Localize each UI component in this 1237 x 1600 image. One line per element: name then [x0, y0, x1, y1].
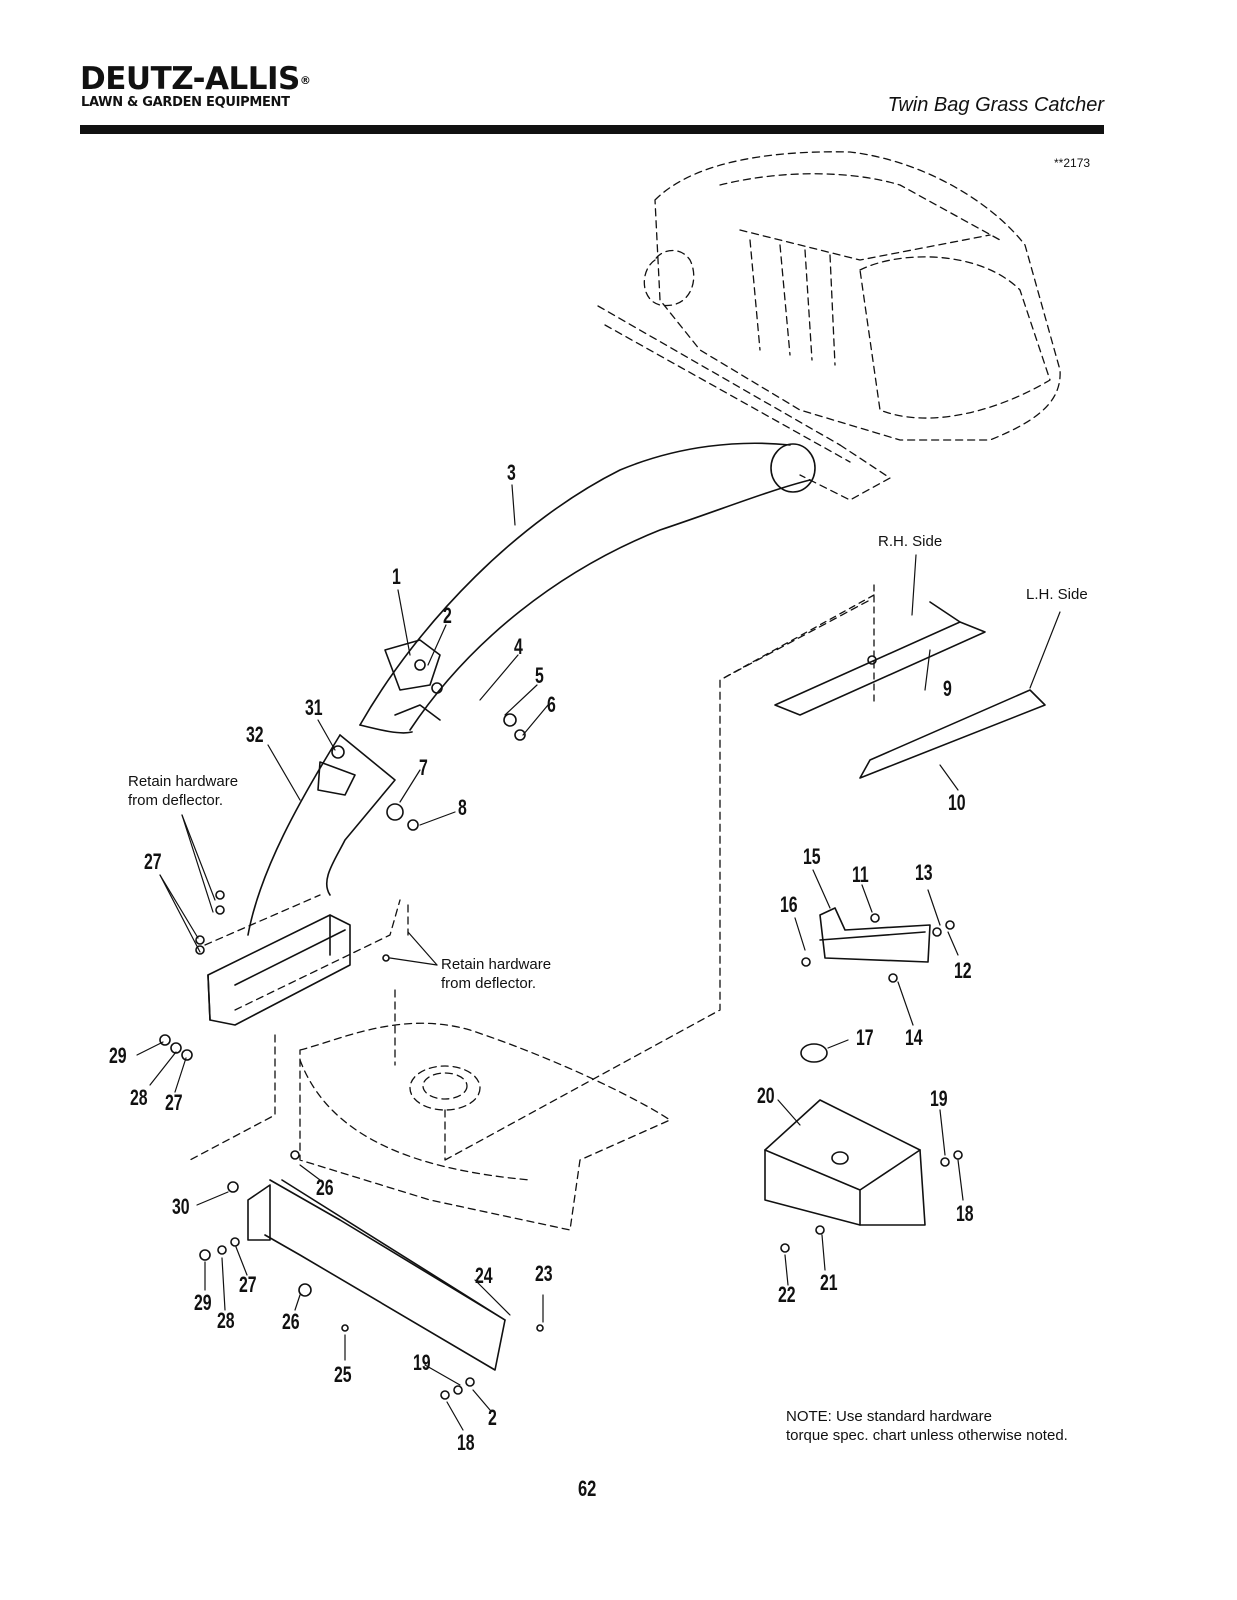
callout-8: 8 [458, 795, 467, 820]
hardware-items [159, 655, 963, 1400]
callout-26-top: 26 [316, 1175, 334, 1200]
lh-blade [859, 689, 1046, 779]
callout-29-upper: 29 [109, 1043, 127, 1068]
callout-13: 13 [915, 860, 933, 885]
callout-26-bottom: 26 [282, 1309, 300, 1334]
figure-id: **2173 [1054, 156, 1091, 170]
callout-29-lower: 29 [194, 1290, 212, 1315]
callout-10: 10 [948, 790, 966, 815]
callout-2-deflector: 2 [488, 1405, 497, 1430]
callout-15: 15 [803, 844, 821, 869]
callout-5: 5 [535, 663, 544, 688]
callout-19-deflector: 19 [413, 1350, 431, 1375]
callout-23: 23 [535, 1261, 553, 1286]
lower-chute [247, 734, 396, 936]
callout-30: 30 [172, 1194, 190, 1219]
callout-22: 22 [778, 1282, 796, 1307]
page-number: 62 [578, 1476, 597, 1501]
rh-side-label: R.H. Side [878, 533, 943, 550]
callout-12: 12 [954, 958, 972, 983]
callout-7: 7 [419, 755, 428, 780]
document-title: Twin Bag Grass Catcher [887, 94, 1104, 116]
callout-18-weight: 18 [956, 1201, 974, 1226]
bag-bracket [819, 907, 931, 963]
retain-hardware-note-2-line1: Retain hardware [441, 956, 552, 973]
lower-deflector [247, 1179, 506, 1371]
callout-19-weight: 19 [930, 1086, 948, 1111]
callout-25: 25 [334, 1362, 352, 1387]
callout-4: 4 [514, 634, 523, 659]
footnote-line2: torque spec. chart unless otherwise note… [786, 1427, 1068, 1444]
retain-hardware-note-1-line2: from deflector. [128, 792, 224, 809]
bracket-dashed-guides [189, 894, 409, 1161]
callout-27-middle: 27 [165, 1090, 183, 1115]
callout-32: 32 [246, 722, 264, 747]
mower-deck-outline [299, 599, 871, 1231]
callout-27-upper: 27 [144, 849, 162, 874]
lh-side-label: L.H. Side [1026, 586, 1088, 603]
grass-catcher-outline [597, 151, 1061, 501]
brand-tagline: LAWN & GARDEN EQUIPMENT [81, 95, 290, 110]
callout-21: 21 [820, 1270, 838, 1295]
discharge-chute [359, 442, 816, 734]
callout-17: 17 [856, 1025, 874, 1050]
leader-lines [136, 484, 1061, 1431]
brand-logo: DEUTZ-ALLIS® [80, 61, 311, 97]
callout-18-deflector: 18 [457, 1430, 475, 1455]
mounting-bracket [207, 914, 351, 1026]
rh-blade [774, 601, 986, 716]
callout-11: 11 [852, 862, 869, 887]
callout-1: 1 [392, 564, 401, 589]
weight-box [764, 1099, 926, 1226]
callout-3: 3 [507, 460, 516, 485]
retain-hardware-note-1-line1: Retain hardware [128, 773, 239, 790]
callout-27-lower: 27 [239, 1272, 257, 1297]
header-rule [80, 125, 1104, 134]
callout-9: 9 [943, 676, 952, 701]
footnote-line1: NOTE: Use standard hardware [786, 1408, 992, 1425]
callout-2: 2 [443, 603, 452, 628]
callout-31: 31 [305, 695, 323, 720]
retain-hardware-note-2-line2: from deflector. [441, 975, 537, 992]
callout-20: 20 [757, 1083, 775, 1108]
callout-16: 16 [780, 892, 798, 917]
callout-24: 24 [475, 1263, 493, 1288]
callout-6: 6 [547, 692, 556, 717]
callout-28-upper: 28 [130, 1085, 148, 1110]
callout-14: 14 [905, 1025, 923, 1050]
callout-28-lower: 28 [217, 1308, 235, 1333]
